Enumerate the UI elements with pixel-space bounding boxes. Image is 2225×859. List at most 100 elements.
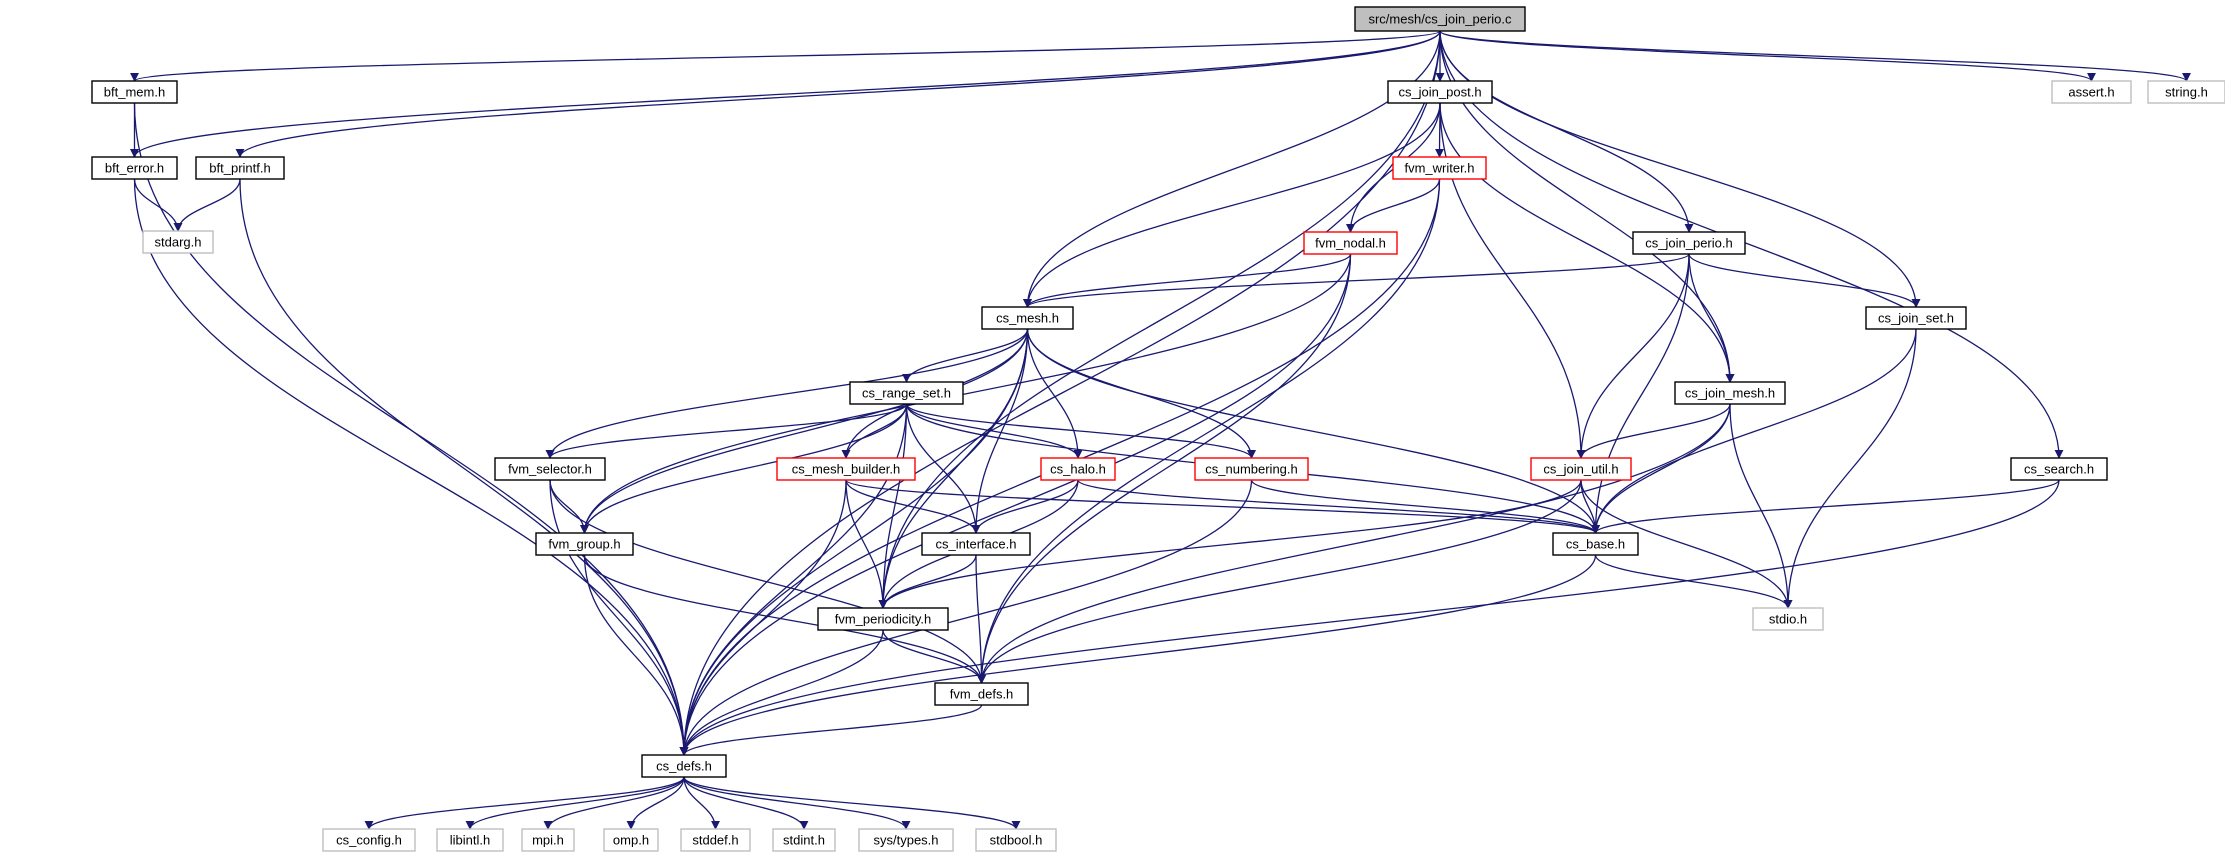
edge-cs_join_post-to-cs_join_mesh (1439, 102, 1735, 383)
edge-cs_mesh_builder-to-cs_interface (845, 479, 981, 534)
node-cs-join-mesh[interactable]: cs_join_mesh.h (1674, 381, 1786, 405)
node-label: fvm_group.h (548, 537, 620, 552)
node-box (91, 80, 178, 104)
node-cs-halo[interactable]: cs_halo.h (1040, 457, 1116, 481)
edge-cs_defs-to-stdint (683, 776, 809, 830)
edge-bft_error-to-stdarg (133, 178, 183, 232)
node-label: cs_join_perio.h (1645, 236, 1732, 251)
node-bft-printf[interactable]: bft_printf.h (195, 156, 285, 180)
edge-root-to-cs_defs (679, 30, 1441, 756)
node-cs-join-post[interactable]: cs_join_post.h (1387, 80, 1493, 104)
edge-cs_base-to-cs_defs (679, 554, 1597, 756)
edge-cs_join_post-to-cs_join_util (1439, 102, 1586, 459)
edge-fvm_group-to-cs_defs (583, 554, 689, 756)
edge-bft_printf-to-cs_defs (239, 178, 689, 756)
edge-cs_join_mesh-to-cs_join_util (1576, 403, 1731, 459)
edge-cs_interface-to-fvm_defs (975, 554, 986, 684)
node-box (494, 457, 606, 481)
edge-cs_search-to-cs_base (1591, 479, 2060, 534)
edge-cs_join_set-to-stdio (1783, 328, 1917, 609)
node-label: cs_join_util.h (1543, 462, 1618, 477)
node-label: cs_halo.h (1050, 462, 1106, 477)
node-box (322, 828, 416, 852)
node-box (1392, 156, 1487, 180)
edge-cs_join_post-to-cs_mesh (1023, 102, 1441, 308)
node-box (858, 828, 954, 852)
node-box (436, 828, 504, 852)
edge-fvm_nodal-to-fvm_group (580, 253, 1352, 534)
edge-cs_defs-to-cs_config (364, 776, 685, 830)
node-cs-mesh[interactable]: cs_mesh.h (981, 306, 1074, 330)
edge-cs_mesh_builder-to-cs_base (845, 479, 1600, 534)
node-box (1632, 231, 1746, 255)
node-box (142, 230, 214, 254)
edge-cs_join_perio-to-cs_join_set (1688, 253, 1921, 308)
node-box (1552, 532, 1639, 556)
node-label: cs_config.h (336, 833, 402, 848)
edge-cs_mesh-to-cs_halo (1026, 328, 1083, 459)
node-label: omp.h (613, 833, 649, 848)
node-cs-defs[interactable]: cs_defs.h (641, 754, 727, 778)
node-box (1674, 381, 1786, 405)
nodes-layer: src/mesh/cs_join_perio.c bft_mem.h bft_err… (91, 6, 2225, 852)
node-root[interactable]: src/mesh/cs_join_perio.c (1354, 6, 1526, 32)
edge-fvm_writer-to-fvm_nodal (1346, 178, 1441, 233)
node-box (521, 828, 575, 852)
node-fvm-nodal[interactable]: fvm_nodal.h (1303, 231, 1398, 255)
node-label: cs_range_set.h (862, 386, 951, 401)
edge-cs_range_set-to-fvm_periodicity (878, 403, 908, 609)
edge-cs_defs-to-sys_types (683, 776, 911, 830)
node-cs-numbering[interactable]: cs_numbering.h (1194, 457, 1309, 481)
node-label: cs_numbering.h (1205, 462, 1298, 477)
node-cs-mesh-builder[interactable]: cs_mesh_builder.h (776, 457, 916, 481)
node-cs-join-perio[interactable]: cs_join_perio.h (1632, 231, 1746, 255)
edge-cs_mesh-to-cs_range_set (902, 328, 1029, 383)
node-stddef: stddef.h (680, 828, 751, 852)
edge-fvm_defs-to-cs_defs (679, 704, 983, 756)
node-cs-interface[interactable]: cs_interface.h (921, 532, 1031, 556)
node-cs-base[interactable]: cs_base.h (1552, 532, 1639, 556)
node-box (2147, 80, 2225, 104)
edge-bft_error-to-cs_defs (133, 178, 689, 756)
node-label: cs_defs.h (656, 759, 712, 774)
node-box (195, 156, 285, 180)
node-box (776, 457, 916, 481)
node-label: string.h (2165, 85, 2208, 100)
edge-cs_join_perio-to-cs_join_mesh (1688, 253, 1735, 383)
edge-root-to-bft_printf (235, 30, 1441, 158)
edge-cs_base-to-stdio (1594, 554, 1793, 609)
node-label: stdbool.h (990, 833, 1043, 848)
node-fvm-writer[interactable]: fvm_writer.h (1392, 156, 1487, 180)
edge-cs_numbering-to-cs_base (1250, 479, 1600, 534)
edge-root-to-cs_join_perio (1439, 30, 1694, 233)
edge-root-to-bft_error (130, 30, 1441, 158)
node-label: cs_join_post.h (1398, 85, 1481, 100)
edge-cs_mesh_builder-to-fvm_periodicity (845, 479, 888, 609)
node-label: cs_mesh.h (996, 311, 1059, 326)
node-fvm-periodicity[interactable]: fvm_periodicity.h (817, 607, 949, 631)
edge-root-to-assert (1439, 30, 2096, 82)
node-box (2010, 457, 2108, 481)
node-box (1387, 80, 1493, 104)
node-cs-search[interactable]: cs_search.h (2010, 457, 2108, 481)
edge-cs_range_set-to-fvm_group (580, 403, 908, 534)
edge-cs_range_set-to-cs_halo (905, 403, 1083, 459)
node-box (2051, 80, 2132, 104)
node-box (1530, 457, 1632, 481)
node-cs-join-set[interactable]: cs_join_set.h (1865, 306, 1967, 330)
node-cs-range-set[interactable]: cs_range_set.h (849, 381, 964, 405)
node-string: string.h (2147, 80, 2225, 104)
node-fvm-selector[interactable]: fvm_selector.h (494, 457, 606, 481)
node-fvm-group[interactable]: fvm_group.h (535, 532, 634, 556)
node-stdint: stdint.h (772, 828, 836, 852)
node-bft-error[interactable]: bft_error.h (91, 156, 178, 180)
edge-cs_join_perio-to-cs_join_util (1576, 253, 1690, 459)
node-cs-join-util[interactable]: cs_join_util.h (1530, 457, 1632, 481)
edge-cs_range_set-to-cs_numbering (905, 403, 1256, 459)
node-label: fvm_defs.h (950, 687, 1014, 702)
node-label: bft_printf.h (209, 161, 270, 176)
node-assert: assert.h (2051, 80, 2132, 104)
node-bft-mem[interactable]: bft_mem.h (91, 80, 178, 104)
node-fvm-defs[interactable]: fvm_defs.h (934, 682, 1029, 706)
edge-cs_range_set-to-fvm_selector (545, 403, 908, 459)
